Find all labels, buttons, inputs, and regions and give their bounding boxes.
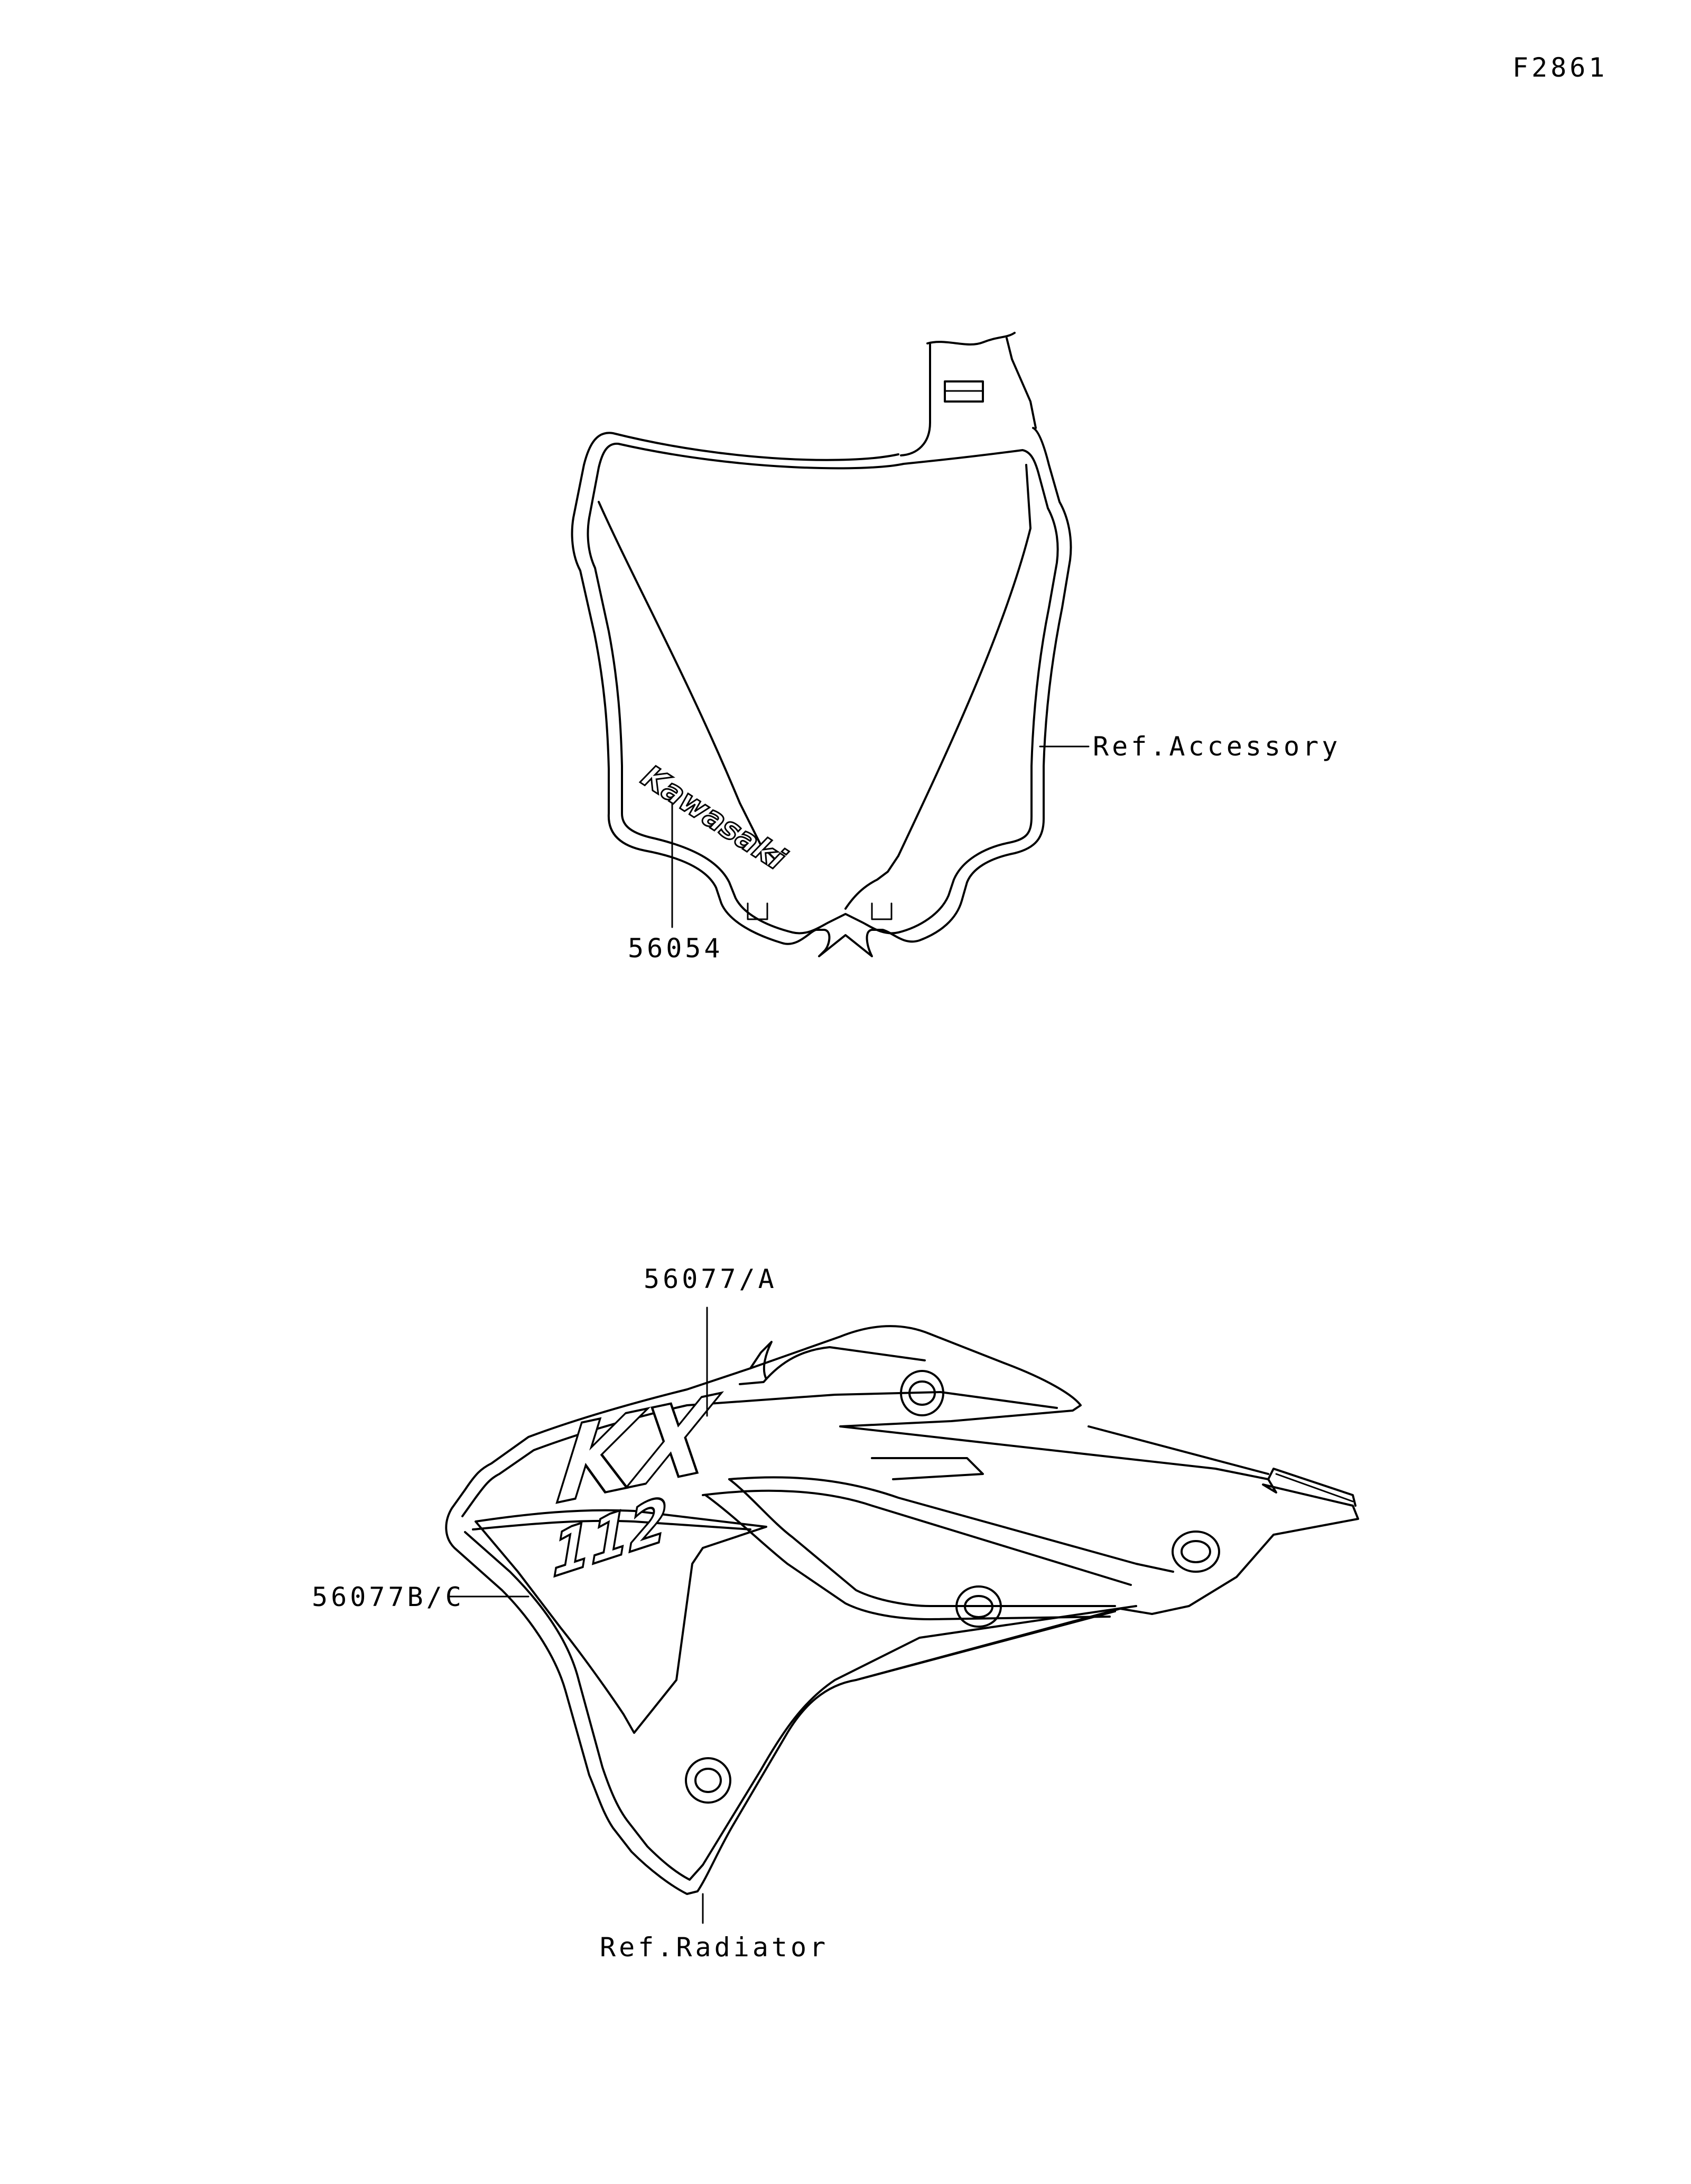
number-plate-inner-outline [587, 442, 1059, 935]
part-label-56054: 56054 [628, 933, 723, 964]
shroud-inner-outline [461, 1391, 1137, 1881]
kawasaki-decal-text: Kawasaki [635, 758, 792, 878]
grommet-upper [900, 1370, 944, 1416]
number-plate-outline [571, 427, 1072, 957]
grommet-middle [955, 1585, 1002, 1628]
figure-code: F2861 [1512, 52, 1608, 83]
shroud-inner-panel [475, 1509, 767, 1734]
number-plate-drawing [571, 332, 1072, 957]
part-label-56077-a: 56077/A [644, 1264, 777, 1294]
grommet-lower [685, 1757, 731, 1804]
radiator-shroud-drawing [445, 1325, 1359, 1895]
number-plate-tab [900, 343, 931, 456]
part-label-56077-bc: 56077B/C [312, 1582, 464, 1612]
reference-label-accessory: Ref.Accessory [1093, 731, 1341, 762]
grommet-right [1172, 1530, 1220, 1573]
shroud-outline [445, 1325, 1359, 1895]
reference-label-radiator: Ref.Radiator [600, 1932, 829, 1963]
